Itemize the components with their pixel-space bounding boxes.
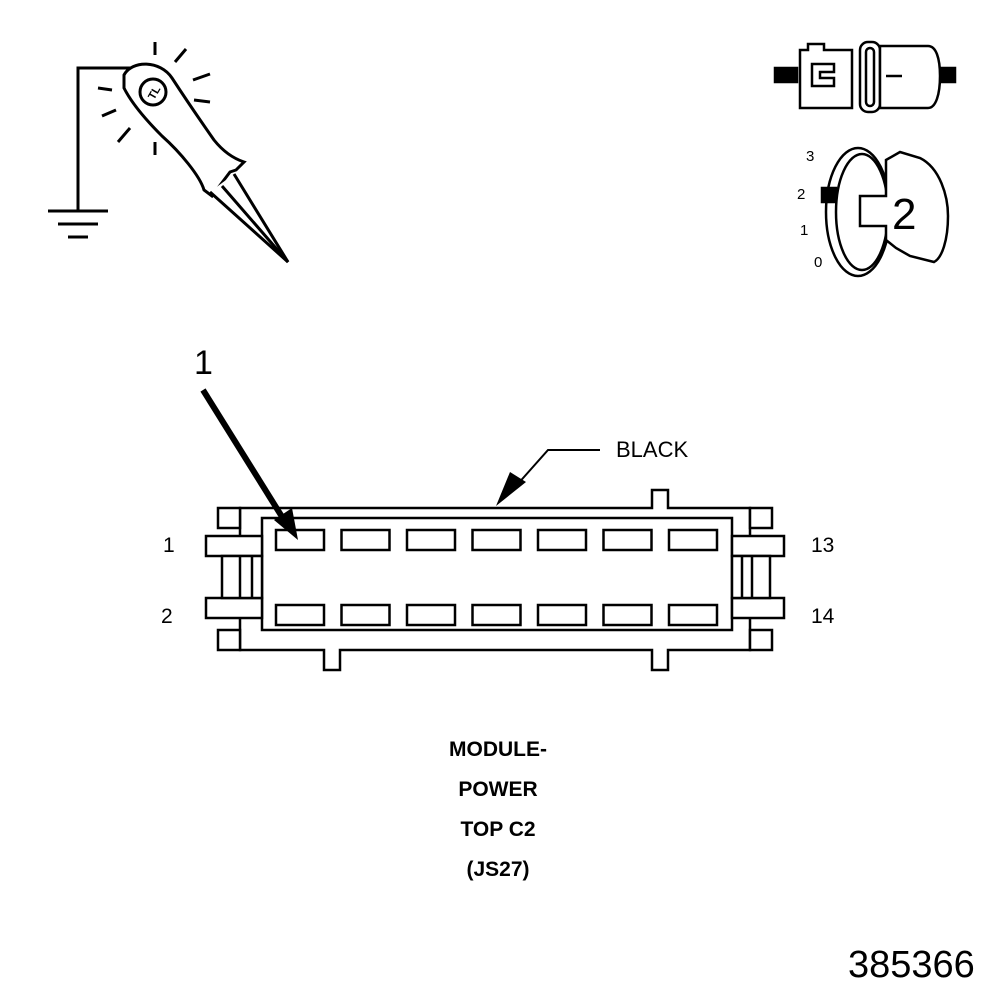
- test-light-icon: [48, 42, 290, 264]
- callout-arrow: [200, 388, 298, 540]
- connector-cavity: [405, 603, 457, 627]
- connector-disconnected-icon: [773, 40, 957, 114]
- connector-cavities: [274, 528, 719, 627]
- caption-line: TOP C2: [460, 818, 536, 841]
- connector-cavity: [536, 528, 588, 552]
- ignition-position-0: 0: [814, 254, 823, 271]
- connector-cavity: [340, 528, 391, 552]
- connector-cavity: [667, 603, 719, 627]
- connector-cavity: [471, 528, 522, 552]
- connector-caption: MODULE- POWER TOP C2 (JS27): [398, 730, 598, 890]
- pin-label-top-right: 13: [811, 534, 835, 557]
- ignition-current-position: 2: [892, 190, 917, 239]
- connector-cavity: [602, 603, 653, 627]
- ignition-position-2: 2: [797, 186, 806, 203]
- callout-number: 1: [194, 344, 213, 382]
- test-light-logo: TL: [146, 84, 163, 102]
- connector-cavity: [667, 528, 719, 552]
- ignition-position-3: 3: [806, 148, 815, 165]
- caption-line: MODULE-: [449, 738, 547, 761]
- connector-cavity: [536, 603, 588, 627]
- pin-label-bottom-left: 2: [161, 605, 173, 628]
- ignition-switch-icon: [820, 146, 950, 278]
- connector-cavity: [340, 603, 391, 627]
- caption-line: POWER: [458, 778, 538, 801]
- ignition-position-1: 1: [800, 222, 809, 239]
- pin-label-top-left: 1: [163, 534, 175, 557]
- connector-cavity: [602, 528, 653, 552]
- pin-label-bottom-right: 14: [811, 605, 835, 628]
- caption-line: (JS27): [466, 858, 530, 881]
- connector-cavity: [471, 603, 522, 627]
- figure-id: 385366: [848, 944, 975, 986]
- connector-cavity: [274, 603, 326, 627]
- connector-cavity: [274, 528, 326, 552]
- color-leader-arrow: [496, 449, 600, 506]
- connector-cavity: [405, 528, 457, 552]
- connector-color-label: BLACK: [616, 437, 689, 462]
